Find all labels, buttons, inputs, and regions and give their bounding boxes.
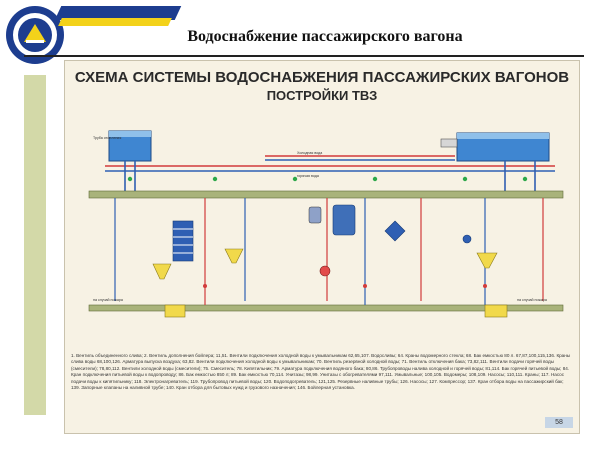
boiler-stack — [172, 220, 194, 262]
label-cold-water-pipe: горячая вода — [297, 174, 319, 178]
pump-circle-right — [462, 234, 472, 244]
car-floor-beam-upper — [88, 190, 564, 199]
page-number: 58 — [545, 417, 573, 428]
label-left-fire: на случай пожара — [93, 298, 123, 302]
label-hot-water-pipe: Холодная вода — [297, 151, 322, 155]
label-right-fire: на случай пожара — [517, 298, 547, 302]
left-funnel — [152, 263, 172, 280]
left-bottom-tank — [164, 304, 186, 318]
left-accent-bar — [24, 75, 46, 415]
water-heater — [308, 204, 356, 236]
car-floor-beam-lower — [88, 304, 564, 312]
right-water-tank — [440, 132, 550, 162]
filter-diamond — [384, 220, 406, 242]
scheme-title-line1: СХЕМА СИСТЕМЫ ВОДОСНАБЖЕНИЯ ПАССАЖИРСКИХ… — [74, 69, 570, 86]
center-funnel — [224, 248, 244, 264]
right-bottom-tank — [484, 304, 508, 318]
scheme-slide: СХЕМА СИСТЕМЫ ВОДОСНАБЖЕНИЯ ПАССАЖИРСКИХ… — [64, 60, 580, 434]
railway-emblem-logo — [6, 6, 64, 64]
page-title: Водоснабжение пассажирского вагона — [187, 28, 463, 45]
header-stripe-yellow — [58, 18, 172, 26]
label-heating-pipe: Труба отопления — [93, 136, 121, 140]
right-funnel — [476, 252, 498, 269]
upper-pipeline — [105, 155, 555, 191]
title-divider — [24, 55, 584, 57]
valve-markers — [127, 176, 528, 288]
scheme-title-line2: ПОСТРОЙКИ ТВЗ — [266, 88, 378, 103]
pump-circle-left — [319, 265, 331, 277]
scheme-legend: 1. Вентиль объединенного слива; 2. Венти… — [71, 353, 571, 391]
left-water-tank — [108, 130, 152, 162]
water-supply-diagram: Холодная вода горячая вода — [88, 130, 564, 318]
